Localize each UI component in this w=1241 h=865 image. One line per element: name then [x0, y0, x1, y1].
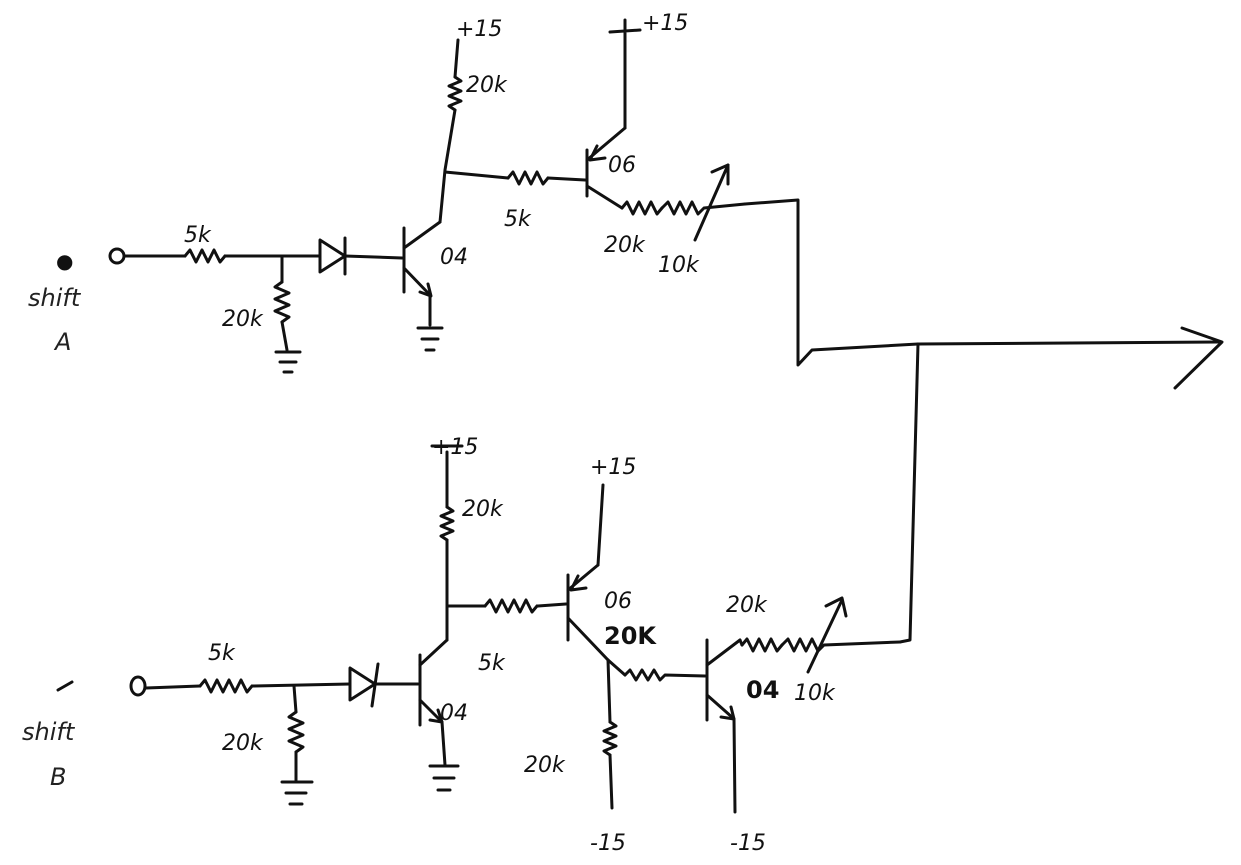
q2-a-base-wire: [443, 170, 510, 180]
resistor-a-out: [620, 200, 664, 216]
input-a-marker: ●: [56, 249, 73, 273]
q1-a-collector: [402, 220, 442, 250]
pot-b-wiper-arrow: [824, 596, 848, 618]
output-arrow-icon: [1173, 326, 1224, 390]
output-a-wire: [743, 198, 920, 367]
neg-b-q3-wire: [732, 717, 737, 814]
node-b-wire: [251, 682, 352, 688]
pot-b: [780, 637, 902, 653]
input-b-marker: [56, 680, 74, 692]
input-a-label: shift: [28, 284, 82, 312]
neg-b-q2-wire: [608, 753, 614, 810]
q1-a-coll-wire: [438, 108, 457, 224]
resistor-b-shunt: [287, 710, 305, 754]
diode-a-wire: [343, 254, 404, 260]
resistor-a-base-label: 5k: [504, 207, 532, 232]
pot-a-wiper-arrow: [710, 163, 730, 186]
q3-b-collector: [705, 638, 742, 667]
q1-b-emitter-wire: [440, 720, 447, 767]
pot-a: [660, 200, 747, 216]
input-a-terminal[interactable]: [108, 247, 126, 265]
resistor-a-collector: [447, 75, 463, 112]
resistor-b-input-label: 5k: [208, 641, 236, 666]
resistor-b-base-label: 5k: [478, 651, 506, 676]
resistor-a-collector-label: 20k: [466, 73, 508, 98]
supply-b-q1-label: +15: [432, 435, 478, 460]
resistor-b-out-label: 20k: [726, 593, 768, 618]
resistor-b-q2-q3: [623, 668, 707, 682]
q2-a-base-wire-2: [546, 176, 587, 182]
ground-b-q1: [428, 764, 460, 792]
supply-b-q2-label: +15: [590, 455, 636, 480]
circuit-a: ● shift A 5k 20k 04: [28, 11, 920, 374]
q2-b-emitter-r-wire: [606, 658, 612, 724]
supply-a-q1-wire: [453, 38, 460, 79]
pot-a-label: 10k: [658, 253, 700, 278]
ground-a-shunt: [274, 350, 302, 374]
shunt-a-gnd-wire: [280, 320, 289, 352]
q2-b-arrow: [569, 574, 588, 592]
q2-a-label: 06: [608, 153, 636, 178]
resistor-b-input: [198, 678, 254, 694]
resistor-b-q2-q3-label: 20K: [604, 622, 657, 650]
q1-b-label: 04: [440, 701, 468, 726]
input-b-id: B: [50, 763, 66, 791]
resistor-a-input-label: 5k: [184, 223, 212, 248]
q3-b-label: 04: [746, 676, 779, 704]
input-b-wire: [144, 684, 202, 690]
supply-a-q2-plus: [608, 18, 642, 47]
q1-a-emitter: [402, 266, 432, 297]
supply-a-q1-label: +15: [456, 17, 502, 42]
q3-b-base-wire: [606, 658, 627, 677]
q2-a-collector: [585, 184, 624, 210]
q1-b-collector: [418, 638, 449, 667]
output: [898, 326, 1224, 644]
q2-b-collector: [566, 616, 610, 662]
supply-b-q2-wire: [596, 483, 605, 567]
pot-b-label: 10k: [794, 681, 836, 706]
resistor-a-shunt: [273, 280, 291, 324]
q2-a-arrow: [588, 144, 607, 162]
q1-a-label: 04: [440, 245, 468, 270]
pot-a-wiper: [693, 163, 730, 242]
neg-b-q3-label: -15: [730, 831, 766, 856]
output-wire[interactable]: [916, 340, 1220, 346]
input-b-terminal[interactable]: [129, 675, 147, 697]
ground-a-q1: [416, 326, 444, 352]
input-b-label: shift: [22, 718, 76, 746]
q3-b-emitter: [705, 693, 735, 720]
resistor-a-base: [506, 170, 550, 186]
resistor-a-shunt-label: 20k: [222, 307, 264, 332]
shunt-b-wire: [292, 684, 298, 714]
neg-b-q2-label: -15: [590, 831, 626, 856]
resistor-a-input: [183, 248, 227, 264]
resistor-b-out: [740, 637, 784, 653]
resistor-b-collector: [439, 505, 455, 542]
input-a-id: A: [53, 328, 71, 356]
output-b-join-wire: [898, 342, 920, 644]
resistor-b-shunt-label: 20k: [222, 731, 264, 756]
resistor-b-collector-label: 20k: [462, 497, 504, 522]
resistor-b-base: [483, 598, 539, 614]
ground-b-shunt: [280, 780, 314, 806]
resistor-b-emitter: [602, 720, 618, 757]
q2-b-base-wire-2: [536, 602, 568, 608]
supply-a-q2-label: +15: [642, 11, 688, 36]
circuit-b: shift B 5k 20k 04: [22, 435, 902, 856]
diode-b: [348, 666, 377, 702]
diode-a: [318, 238, 347, 274]
pot-b-wiper: [806, 598, 844, 674]
resistor-b-emitter-label: 20k: [524, 753, 566, 778]
resistor-a-out-label: 20k: [604, 233, 646, 258]
q1-b-emitter: [418, 698, 442, 722]
q2-b-label: 06: [604, 589, 632, 614]
